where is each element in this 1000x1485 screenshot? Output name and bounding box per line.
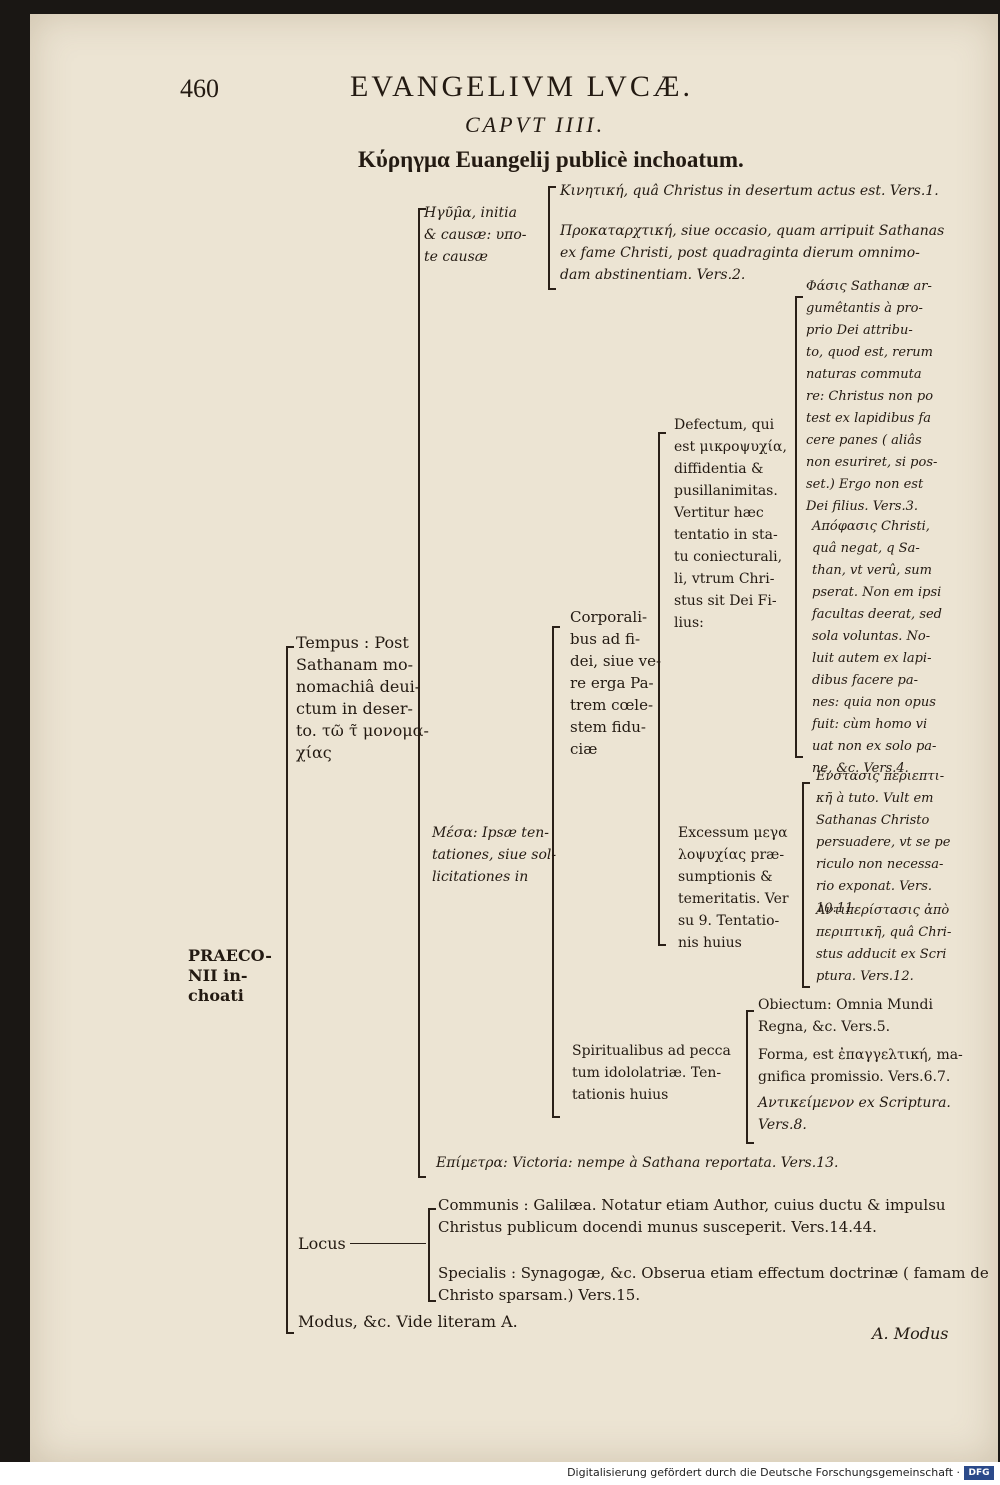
- epimetron-text: Επίμετρα: Victoria: nempe à Sathana repo…: [436, 1155, 839, 1171]
- excessum-label: Excessum μεγα λοψυχίας præ- sumptionis &…: [678, 825, 789, 951]
- brace-locus: [428, 1208, 430, 1302]
- prokatarktike-text: Προκαταρχτική, siue occasio, quam arripu…: [560, 223, 945, 283]
- enstasis-text: Ενστασις περιεπτι- κῆ à tuto. Vult em Sa…: [816, 769, 951, 916]
- brace-spiritualibus-top: [746, 1010, 754, 1012]
- brace-locus-bottom: [428, 1300, 436, 1302]
- locus-connector: [350, 1243, 426, 1244]
- specialis-text: Specialis : Synagogæ, &c. Obserua etiam …: [438, 1264, 989, 1304]
- defectum-label: Defectum, qui est μικροψυχία, diffidenti…: [674, 417, 787, 631]
- chapter-heading: CAPVT IIII.: [465, 112, 606, 137]
- communis-text: Communis : Galilæa. Notatur etiam Author…: [438, 1196, 946, 1236]
- footer-bar: Digitalisierung gefördert durch die Deut…: [0, 1462, 1000, 1485]
- phasis-text: Φάσις Sathanæ ar- gumêtantis à pro- prio…: [806, 279, 938, 514]
- brace-root: [286, 646, 288, 1334]
- modus-label: Modus, &c. Vide literam A.: [298, 1312, 518, 1331]
- brace-root-bottom: [286, 1332, 294, 1334]
- brace-tempus-top: [418, 208, 426, 210]
- brace-spiritualibus: [746, 1010, 748, 1144]
- brace-defectum: [795, 296, 797, 758]
- mesa-label: Μέσα: Ipsæ ten- tationes, siue sol- lici…: [432, 825, 557, 885]
- brace-tempus-bottom: [418, 1176, 426, 1178]
- brace-defectum-top: [795, 296, 803, 298]
- spiritualibus-label: Spiritualibus ad pecca tum idololatriæ. …: [572, 1043, 731, 1103]
- brace-mesa: [552, 626, 554, 1118]
- locus-label: Locus: [298, 1234, 346, 1253]
- brace-corporalibus-bottom: [658, 944, 666, 946]
- brace-mesa-top: [552, 626, 560, 628]
- forma-text: Forma, est ἐπαγγελτική, ma- gnifica prom…: [758, 1047, 963, 1085]
- brace-corporalibus-top: [658, 432, 666, 434]
- brace-excessum-top: [802, 782, 810, 784]
- corporalibus-label: Corporali- bus ad fi- dei, siue ve- re e…: [570, 608, 662, 758]
- antiperistasis-text: Αντιπερίστασις ἀπὸ περιπτικῆ, quâ Chri- …: [816, 903, 952, 984]
- brace-root-top: [286, 646, 294, 648]
- brace-spiritualibus-bottom: [746, 1142, 754, 1144]
- brace-corporalibus: [658, 432, 660, 946]
- root-label: PRAECO- NII in- choati: [188, 946, 272, 1005]
- brace-defectum-bottom: [795, 756, 803, 758]
- hygemma-label: Ηγῦμ̑α, initia & causæ: υπο- te causæ: [424, 205, 527, 265]
- page-number: 460: [180, 74, 219, 103]
- brace-tempus: [418, 208, 420, 1178]
- brace-excessum-bottom: [802, 986, 810, 988]
- brace-locus-top: [428, 1208, 436, 1210]
- obiectum-text: Obiectum: Omnia Mundi Regna, &c. Vers.5.: [758, 997, 933, 1035]
- dfg-logo: DFG: [964, 1466, 994, 1480]
- footer-credit: Digitalisierung gefördert durch die Deut…: [567, 1466, 960, 1479]
- apophasis-text: Απόφασις Christi, quâ negat, q Sa- than,…: [812, 519, 942, 776]
- page-subtitle: Κύρηγμα Euangelij publicè inchoatum.: [358, 147, 744, 172]
- tempus-label: Tempus : Post Sathanam mo- nomachiâ deui…: [296, 633, 429, 762]
- kinetike-text: Κινητική, quâ Christus in desertum actus…: [560, 183, 939, 199]
- book-page: 460 EVANGELIVM LVCÆ. CAPVT IIII. Κύρηγμα…: [30, 14, 998, 1462]
- running-title: EVANGELIVM LVCÆ.: [350, 70, 694, 103]
- brace-hygemma-top: [548, 186, 556, 188]
- brace-mesa-bottom: [552, 1116, 560, 1118]
- brace-hygemma: [548, 186, 550, 290]
- antikeimenon-text: Αντικείμενον ex Scriptura. Vers.8.: [758, 1095, 951, 1133]
- brace-excessum: [802, 782, 804, 988]
- catchword: A. Modus: [872, 1324, 949, 1343]
- brace-hygemma-bottom: [548, 288, 556, 290]
